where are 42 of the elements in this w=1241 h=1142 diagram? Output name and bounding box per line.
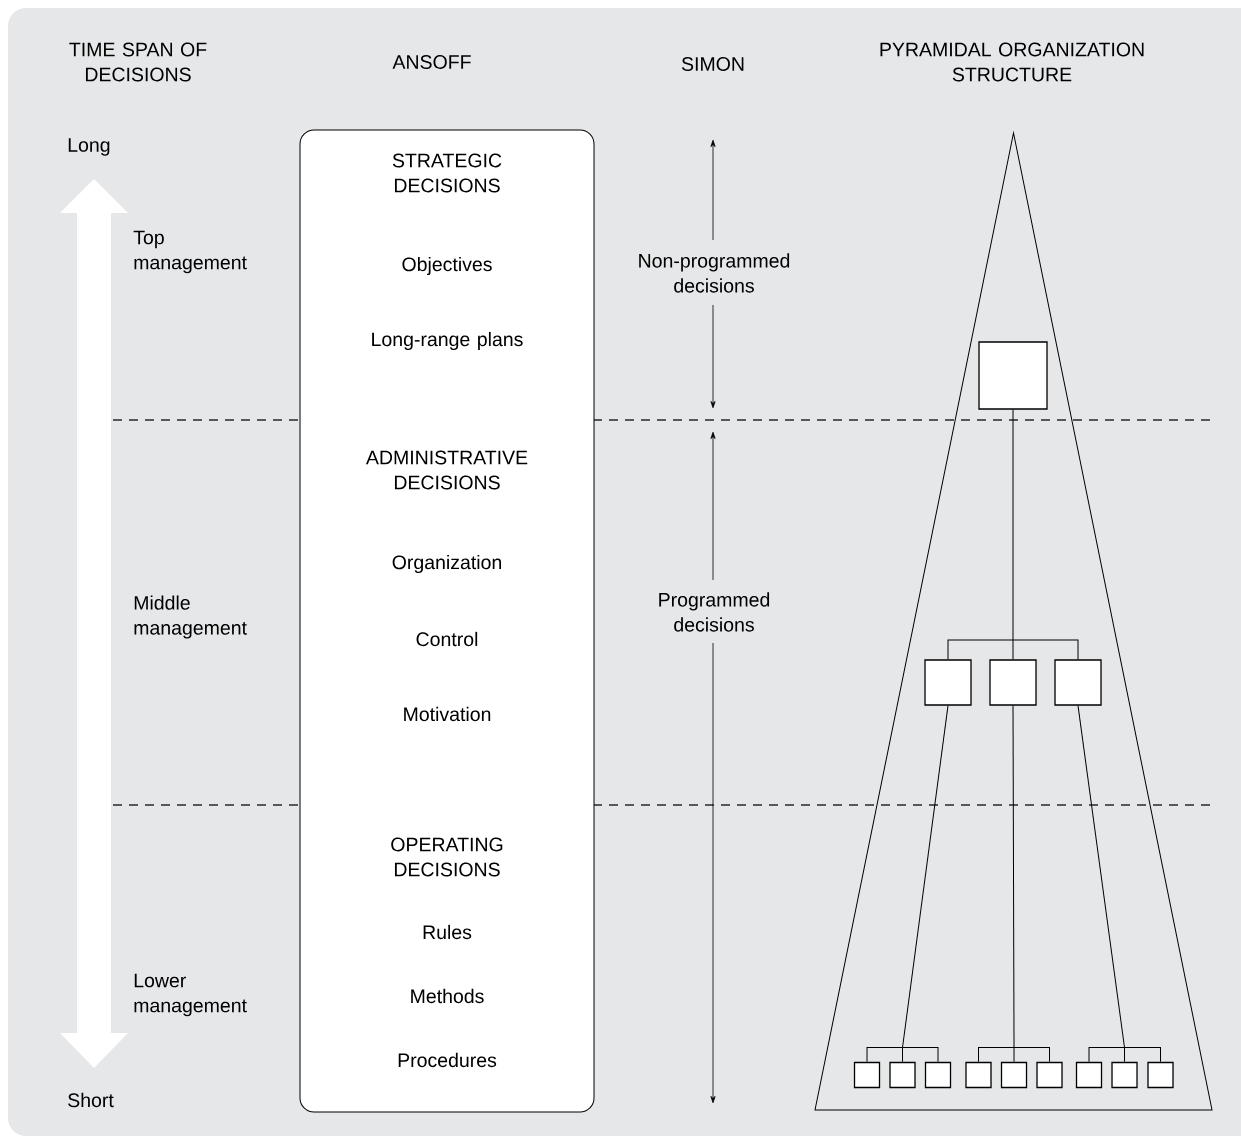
org-box — [978, 341, 1048, 410]
org-box — [1036, 1061, 1063, 1089]
connector-line — [902, 1047, 903, 1063]
level-label: Middle management — [134, 595, 247, 639]
connector-line — [1012, 639, 1014, 660]
org-box — [924, 659, 972, 706]
connector-line — [1012, 409, 1014, 641]
org-box — [989, 659, 1037, 706]
connector-line — [1124, 1047, 1161, 1063]
axis-end-label: Long — [68, 138, 110, 156]
column-heading: TIME SPAN OF DECISIONS — [69, 42, 207, 82]
span-label: Programmed decisions — [659, 592, 770, 632]
connector-line — [1088, 1047, 1125, 1063]
column-heading: ANSOFF — [392, 55, 471, 69]
column-heading: PYRAMIDAL ORGANIZATION STRUCTURE — [880, 42, 1144, 82]
connector-line — [1013, 1047, 1015, 1063]
org-box — [924, 1061, 952, 1089]
org-box — [1000, 1061, 1028, 1089]
axis-end-label: Short — [68, 1092, 114, 1108]
connector-line — [902, 705, 949, 1048]
org-box — [1075, 1061, 1103, 1089]
org-box — [1111, 1061, 1138, 1089]
org-box — [1147, 1061, 1174, 1089]
connector-line — [1012, 639, 1079, 660]
decision-panel: STRATEGIC DECISIONS Objectives Long-range plans ADMINISTRATIVE DECISIONS Organization Control Motivation OPERATING DECISIONS Rules Methods Procedures — [299, 129, 595, 1113]
org-box — [889, 1061, 916, 1089]
column-heading: SIMON — [681, 57, 744, 71]
connector-line — [1013, 1047, 1050, 1063]
span-label: Non-programmed decisions — [639, 253, 790, 293]
connector-line — [866, 1047, 903, 1063]
pyramid-outline — [814, 132, 1213, 1111]
connector-line — [947, 639, 1014, 660]
connector-line — [1077, 705, 1125, 1048]
connector-line — [902, 1047, 939, 1063]
connector-line — [1124, 1047, 1125, 1063]
connector-line — [978, 1047, 1015, 1063]
org-box — [853, 1061, 881, 1089]
connector-line — [1012, 705, 1015, 1048]
level-label: Top management — [133, 230, 247, 274]
org-box — [965, 1061, 992, 1089]
level-label: Lower management — [134, 973, 247, 1017]
org-box — [1054, 659, 1102, 706]
